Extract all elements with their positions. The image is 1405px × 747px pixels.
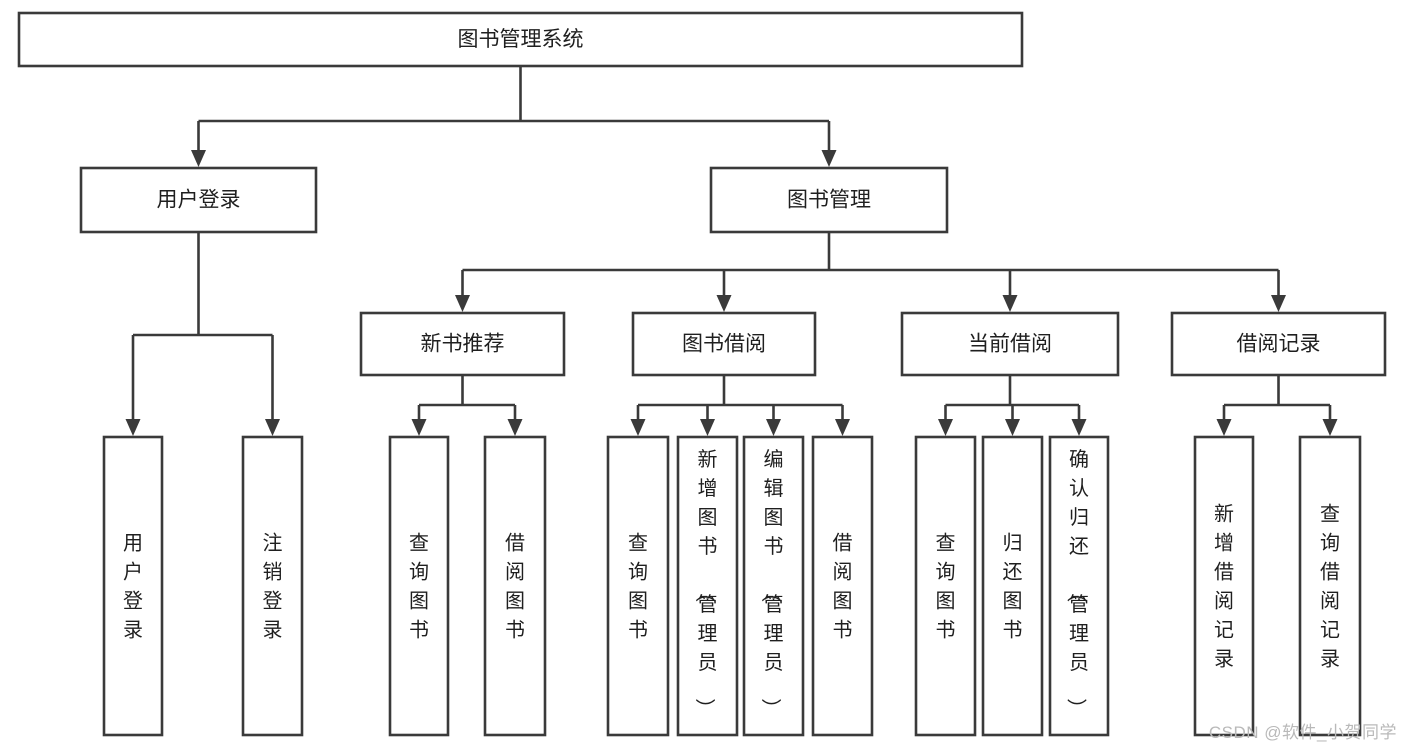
node-label-book-management: 图书管理 xyxy=(787,189,871,212)
node-box-new-book-recommend[interactable] xyxy=(359,311,566,377)
node-leaf-recommend-borrow-book[interactable]: 借阅图书 xyxy=(483,435,547,737)
node-box-current-borrow[interactable] xyxy=(900,311,1120,377)
edge-group-new-book-recommend xyxy=(411,375,523,436)
node-label-leaf-current-query-book: 查询图书 xyxy=(936,532,956,642)
edge-group-book-borrow xyxy=(630,375,850,436)
node-box-leaf-user-logout[interactable] xyxy=(241,435,304,737)
node-label-leaf-record-query-record: 查询借阅记录 xyxy=(1320,503,1340,671)
node-label-leaf-borrow-add-book: 新增图书（管理员） xyxy=(693,448,718,718)
edge-group-root xyxy=(191,66,837,167)
node-label-leaf-user-logout: 注销登录 xyxy=(263,532,283,642)
arrow-head-icon xyxy=(766,419,781,436)
arrow-head-icon xyxy=(821,150,837,167)
node-label-leaf-recommend-borrow-book: 借阅图书 xyxy=(505,532,525,642)
arrow-head-icon xyxy=(1216,419,1232,436)
edge-group-borrow-record xyxy=(1216,375,1338,436)
node-box-root[interactable] xyxy=(17,11,1024,68)
node-box-leaf-recommend-query-book[interactable] xyxy=(388,435,450,737)
node-label-leaf-borrow-query-book: 查询图书 xyxy=(628,532,648,642)
node-leaf-recommend-query-book[interactable]: 查询图书 xyxy=(388,435,450,737)
node-leaf-current-confirm-return[interactable]: 确认归还（管理员） xyxy=(1048,435,1110,737)
node-box-book-management[interactable] xyxy=(709,166,949,234)
node-leaf-user-logout[interactable]: 注销登录 xyxy=(241,435,304,737)
node-box-leaf-borrow-edit-book[interactable] xyxy=(742,435,805,737)
node-label-leaf-current-confirm-return: 确认归还（管理员） xyxy=(1064,448,1089,718)
node-new-book-recommend[interactable]: 新书推荐 xyxy=(359,311,566,377)
node-label-user-login: 用户登录 xyxy=(157,189,241,212)
arrow-head-icon xyxy=(938,419,953,436)
node-box-leaf-current-confirm-return[interactable] xyxy=(1048,435,1110,737)
node-box-leaf-user-login[interactable] xyxy=(102,435,164,737)
node-user-login[interactable]: 用户登录 xyxy=(79,166,318,234)
arrow-head-icon xyxy=(1005,419,1020,436)
node-leaf-record-query-record[interactable]: 查询借阅记录 xyxy=(1298,435,1362,737)
node-leaf-borrow-borrow-book[interactable]: 借阅图书 xyxy=(811,435,874,737)
node-box-leaf-recommend-borrow-book[interactable] xyxy=(483,435,547,737)
node-label-current-borrow: 当前借阅 xyxy=(968,333,1052,356)
arrow-head-icon xyxy=(1002,295,1018,312)
node-box-user-login[interactable] xyxy=(79,166,318,234)
arrow-head-icon xyxy=(1322,419,1338,436)
arrow-head-icon xyxy=(835,419,850,436)
node-box-leaf-borrow-add-book[interactable] xyxy=(676,435,739,737)
arrow-head-icon xyxy=(1071,419,1087,436)
node-label-leaf-borrow-edit-book: 编辑图书（管理员） xyxy=(759,448,784,718)
node-label-leaf-current-return-book: 归还图书 xyxy=(1003,532,1023,642)
node-box-leaf-current-return-book[interactable] xyxy=(981,435,1044,737)
arrow-head-icon xyxy=(716,295,732,312)
edge-group-book-management xyxy=(455,232,1286,312)
node-leaf-current-return-book[interactable]: 归还图书 xyxy=(981,435,1044,737)
arrow-head-icon xyxy=(455,295,470,312)
node-leaf-borrow-add-book[interactable]: 新增图书（管理员） xyxy=(676,435,739,737)
node-box-leaf-record-query-record[interactable] xyxy=(1298,435,1362,737)
arrow-head-icon xyxy=(1271,295,1286,312)
arrow-head-icon xyxy=(700,419,715,436)
node-label-leaf-record-add-record: 新增借阅记录 xyxy=(1214,503,1234,671)
node-label-book-borrow: 图书借阅 xyxy=(682,333,766,356)
node-box-leaf-borrow-query-book[interactable] xyxy=(606,435,670,737)
node-box-leaf-record-add-record[interactable] xyxy=(1193,435,1255,737)
node-leaf-current-query-book[interactable]: 查询图书 xyxy=(914,435,977,737)
arrow-head-icon xyxy=(630,419,646,436)
node-label-leaf-user-login: 用户登录 xyxy=(123,533,143,642)
node-book-borrow[interactable]: 图书借阅 xyxy=(631,311,817,377)
node-label-leaf-borrow-borrow-book: 借阅图书 xyxy=(833,532,853,642)
arrow-head-icon xyxy=(265,419,280,436)
node-box-leaf-current-query-book[interactable] xyxy=(914,435,977,737)
node-current-borrow[interactable]: 当前借阅 xyxy=(900,311,1120,377)
node-label-borrow-record: 借阅记录 xyxy=(1237,333,1321,356)
node-leaf-borrow-query-book[interactable]: 查询图书 xyxy=(606,435,670,737)
node-book-management[interactable]: 图书管理 xyxy=(709,166,949,234)
node-box-borrow-record[interactable] xyxy=(1170,311,1387,377)
arrow-head-icon xyxy=(411,419,427,436)
node-borrow-record[interactable]: 借阅记录 xyxy=(1170,311,1387,377)
node-label-leaf-recommend-query-book: 查询图书 xyxy=(409,532,429,642)
node-box-leaf-borrow-borrow-book[interactable] xyxy=(811,435,874,737)
edge-group-user-login xyxy=(125,232,280,436)
edge-group-current-borrow xyxy=(938,375,1087,436)
node-root[interactable]: 图书管理系统 xyxy=(17,11,1024,68)
node-leaf-user-login[interactable]: 用户登录 xyxy=(102,435,164,737)
arrow-head-icon xyxy=(191,150,206,167)
connector-layer xyxy=(125,66,1338,436)
node-leaf-borrow-edit-book[interactable]: 编辑图书（管理员） xyxy=(742,435,805,737)
node-box-book-borrow[interactable] xyxy=(631,311,817,377)
node-layer: 图书管理系统用户登录图书管理新书推荐图书借阅当前借阅借阅记录用户登录注销登录查询… xyxy=(17,11,1387,737)
csdn-watermark: CSDN @软件_小贺同学 xyxy=(1208,723,1397,742)
arrow-head-icon xyxy=(507,419,523,436)
node-label-root: 图书管理系统 xyxy=(458,28,584,51)
arrow-head-icon xyxy=(125,419,141,436)
node-label-new-book-recommend: 新书推荐 xyxy=(421,333,505,356)
node-leaf-record-add-record[interactable]: 新增借阅记录 xyxy=(1193,435,1255,737)
